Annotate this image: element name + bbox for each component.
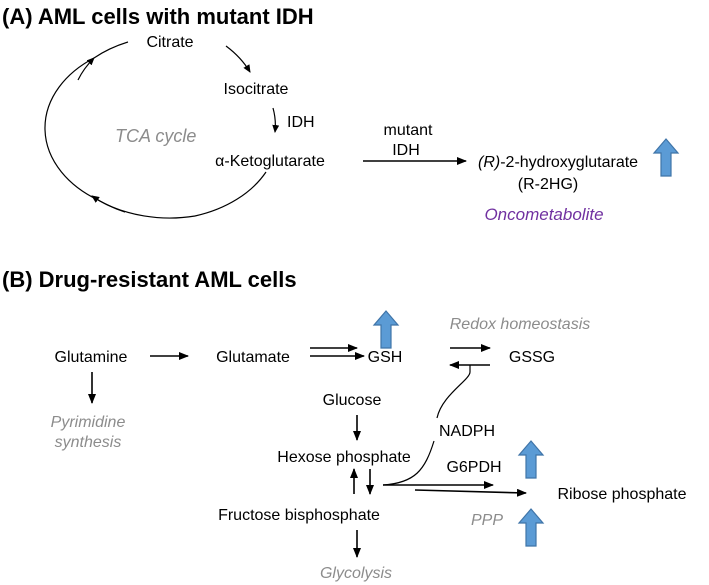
panel-a: (A) AML cells with mutant IDH Citrate Is… — [2, 4, 680, 224]
tca-cycle-label: TCA cycle — [115, 126, 196, 146]
idh-label: IDH — [287, 114, 315, 131]
fructose-bisphosphate-label: Fructose bisphosphate — [218, 507, 380, 524]
r2hg-abbrev: (R-2HG) — [518, 176, 578, 193]
glutamate-label: Glutamate — [216, 349, 290, 366]
ppp-up-arrow-icon — [517, 508, 545, 547]
citrate-label: Citrate — [146, 34, 193, 51]
glucose-label: Glucose — [323, 392, 382, 409]
nadph-to-gsh-line — [436, 365, 471, 419]
g6pdh-up-arrow-icon — [517, 440, 545, 479]
ppp-to-ribose-arrow — [414, 488, 527, 497]
isocitrate-label: Isocitrate — [224, 81, 289, 98]
tca-arc-left-arrow — [77, 57, 95, 81]
gsh-up-arrow-icon — [372, 310, 400, 349]
tca-arc-left — [44, 57, 99, 201]
nadph-label: NADPH — [439, 423, 495, 440]
g6pdh-label: G6PDH — [446, 459, 501, 476]
glutamine-label: Glutamine — [55, 349, 128, 366]
ppp-to-nadph-curve — [382, 440, 435, 486]
tca-arc-idh-step — [272, 107, 280, 133]
panel-b: (B) Drug-resistant AML cells Glutamine G… — [2, 267, 687, 582]
glycolysis-label: Glycolysis — [320, 565, 392, 582]
tca-arc-bottom — [97, 199, 196, 219]
hexose-phosphate-label: Hexose phosphate — [277, 449, 411, 466]
pyrimidine-label-line2: synthesis — [55, 434, 122, 451]
gssg-label: GSSG — [509, 349, 555, 366]
mutant-label: mutant — [384, 122, 433, 139]
r2hg-up-arrow-icon — [652, 138, 680, 177]
oncometabolite-label: Oncometabolite — [484, 205, 603, 224]
pyrimidine-label-line1: Pyrimidine — [51, 414, 126, 431]
tca-arc-top-left — [93, 41, 129, 59]
mutant-idh-label: IDH — [392, 142, 420, 159]
tca-arc-lower-right — [194, 171, 267, 217]
redox-homeostasis-label: Redox homeostasis — [450, 316, 591, 333]
tca-arc-citrate-isocitrate — [225, 45, 251, 73]
ribose-phosphate-label: Ribose phosphate — [558, 486, 687, 503]
r2hg-full-name: (R)-2-hydroxyglutarate — [478, 154, 638, 171]
gsh-label: GSH — [368, 349, 403, 366]
panel-a-heading: (A) AML cells with mutant IDH — [2, 4, 314, 29]
ppp-label: PPP — [471, 512, 503, 529]
ketoglutarate-label: α-Ketoglutarate — [215, 153, 325, 170]
tca-arc-bottom-arrow — [91, 195, 126, 213]
hydroxyglutarate-label: -2-hydroxyglutarate — [500, 154, 638, 171]
panel-b-heading: (B) Drug-resistant AML cells — [2, 267, 297, 292]
r-prefix: (R) — [478, 154, 500, 171]
